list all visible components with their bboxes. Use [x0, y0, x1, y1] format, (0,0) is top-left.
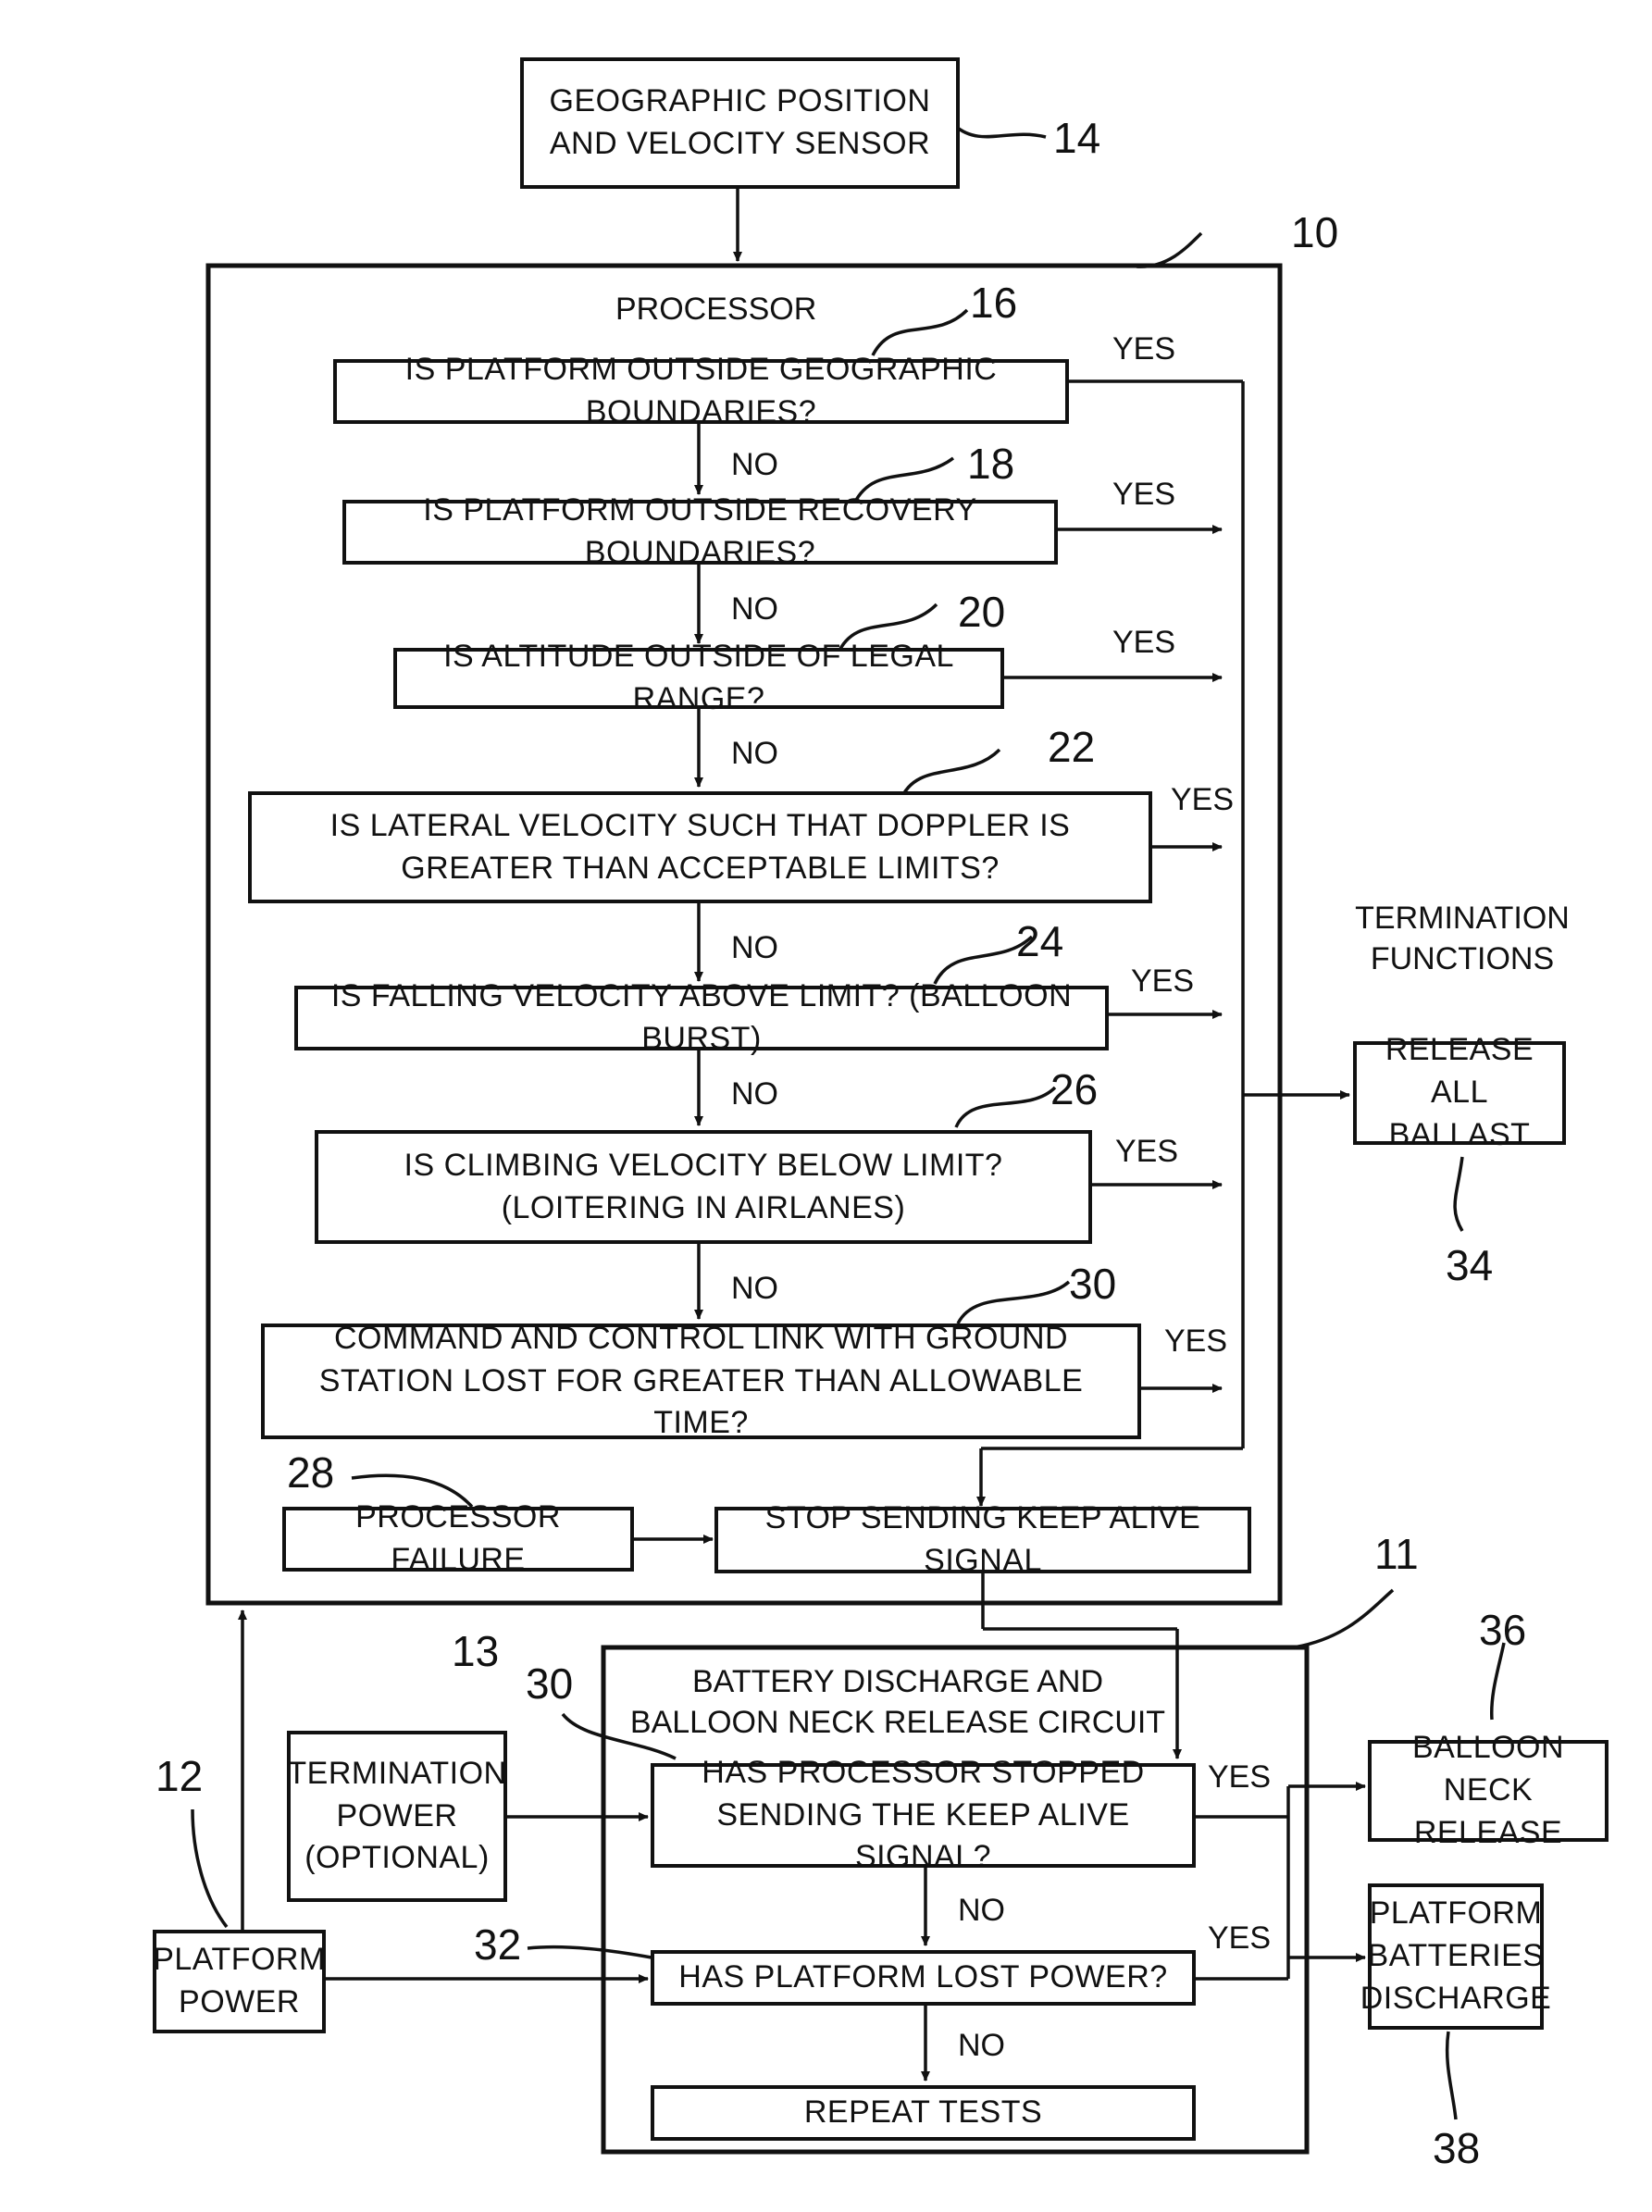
- decision-climbing-velocity: IS CLIMBING VELOCITY BELOW LIMIT? (LOITE…: [315, 1130, 1092, 1244]
- decision-ref: 30: [1069, 1257, 1116, 1312]
- decision-falling-velocity: IS FALLING VELOCITY ABOVE LIMIT? (BALLOO…: [294, 986, 1109, 1050]
- platform-power-ref: 12: [155, 1749, 203, 1805]
- processor-title: PROCESSOR: [615, 289, 816, 329]
- repeat-tests-box: REPEAT TESTS: [651, 2085, 1196, 2141]
- decision-ref: 22: [1048, 720, 1095, 776]
- yes-label: YES: [1115, 1131, 1178, 1172]
- decision-text: IS FALLING VELOCITY ABOVE LIMIT? (BALLOO…: [311, 976, 1092, 1061]
- no-label: NO: [958, 2025, 1005, 2066]
- decision-text: IS LATERAL VELOCITY SUCH THAT DOPPLER IS…: [265, 805, 1136, 890]
- balloon-neck-release-box: BALLOON NECK RELEASE: [1368, 1740, 1609, 1842]
- yes-label: YES: [1164, 1321, 1227, 1361]
- yes-label: YES: [1112, 622, 1175, 663]
- decision-text: IS PLATFORM OUTSIDE RECOVERY BOUNDARIES?: [359, 490, 1041, 575]
- decision-command-link: COMMAND AND CONTROL LINK WITH GROUND STA…: [261, 1323, 1141, 1439]
- decision-recovery-boundaries: IS PLATFORM OUTSIDE RECOVERY BOUNDARIES?: [342, 500, 1058, 565]
- platform-power-label: PLATFORM POWER: [153, 1939, 326, 2024]
- decision-text: COMMAND AND CONTROL LINK WITH GROUND STA…: [278, 1318, 1124, 1446]
- stop-signal-label: STOP SENDING KEEP ALIVE SIGNAL: [731, 1497, 1235, 1583]
- yes-label: YES: [1208, 1757, 1271, 1797]
- decision-lateral-velocity: IS LATERAL VELOCITY SUCH THAT DOPPLER IS…: [248, 791, 1152, 903]
- release-ballast-label: RELEASE ALL BALLAST: [1370, 1029, 1549, 1157]
- processor-ref: 10: [1291, 205, 1338, 261]
- release-ballast-box: RELEASE ALL BALLAST: [1353, 1041, 1566, 1145]
- power-check-ref: 32: [474, 1918, 521, 1973]
- leader-14: [955, 126, 1046, 137]
- sensor-box: GEOGRAPHIC POSITION AND VELOCITY SENSOR: [520, 57, 960, 189]
- circuit-ref: 11: [1374, 1527, 1419, 1583]
- sensor-ref: 14: [1053, 111, 1100, 167]
- processor-failure-label: PROCESSOR FAILURE: [299, 1497, 617, 1582]
- termination-power-ref: 13: [452, 1624, 499, 1680]
- sensor-label: GEOGRAPHIC POSITION AND VELOCITY SENSOR: [537, 81, 943, 166]
- circuit-title: BATTERY DISCHARGE AND BALLOON NECK RELEA…: [620, 1661, 1175, 1743]
- decision-ref: 26: [1050, 1063, 1098, 1118]
- yes-label: YES: [1208, 1918, 1271, 1958]
- yes-label: YES: [1171, 779, 1234, 820]
- keep-alive-check-box: HAS PROCESSOR STOPPED SENDING THE KEEP A…: [651, 1763, 1196, 1868]
- repeat-tests-label: REPEAT TESTS: [804, 2092, 1042, 2134]
- yes-label: YES: [1131, 961, 1194, 1001]
- no-label: NO: [731, 589, 778, 629]
- yes-label: YES: [1112, 474, 1175, 515]
- yes-label: YES: [1112, 329, 1175, 369]
- decision-geographic-boundaries: IS PLATFORM OUTSIDE GEOGRAPHIC BOUNDARIE…: [333, 359, 1069, 424]
- no-label: NO: [731, 927, 778, 968]
- balloon-neck-release-label: BALLOON NECK RELEASE: [1385, 1727, 1592, 1855]
- decision-ref: 24: [1016, 914, 1063, 970]
- keep-alive-check-ref: 30: [526, 1657, 573, 1712]
- termination-power-box: TERMINATION POWER (OPTIONAL): [287, 1731, 507, 1902]
- decision-text: IS CLIMBING VELOCITY BELOW LIMIT? (LOITE…: [331, 1145, 1075, 1230]
- decision-ref: 16: [970, 276, 1017, 331]
- batteries-discharge-label: PLATFORM BATTERIES DISCHARGE: [1360, 1893, 1552, 2020]
- power-check-box: HAS PLATFORM LOST POWER?: [651, 1950, 1196, 2006]
- decision-ref: 18: [967, 437, 1014, 492]
- power-check-label: HAS PLATFORM LOST POWER?: [678, 1957, 1167, 1999]
- no-label: NO: [731, 733, 778, 774]
- termination-functions-title: TERMINATION FUNCTIONS: [1333, 898, 1592, 979]
- no-label: NO: [958, 1890, 1005, 1931]
- stop-signal-box: STOP SENDING KEEP ALIVE SIGNAL: [714, 1507, 1251, 1573]
- balloon-neck-release-ref: 36: [1479, 1603, 1526, 1659]
- termination-power-label: TERMINATION POWER (OPTIONAL): [287, 1753, 506, 1881]
- processor-failure-box: PROCESSOR FAILURE: [282, 1507, 634, 1572]
- decision-altitude: IS ALTITUDE OUTSIDE OF LEGAL RANGE?: [393, 648, 1004, 709]
- release-ballast-ref: 34: [1446, 1238, 1493, 1294]
- no-label: NO: [731, 1074, 778, 1114]
- decision-text: IS ALTITUDE OUTSIDE OF LEGAL RANGE?: [410, 636, 987, 721]
- no-label: NO: [731, 1268, 778, 1309]
- platform-power-box: PLATFORM POWER: [153, 1930, 326, 2033]
- no-label: NO: [731, 444, 778, 485]
- batteries-discharge-box: PLATFORM BATTERIES DISCHARGE: [1368, 1883, 1544, 2030]
- decision-text: IS PLATFORM OUTSIDE GEOGRAPHIC BOUNDARIE…: [350, 349, 1052, 434]
- processor-failure-ref: 28: [287, 1446, 334, 1501]
- decision-ref: 20: [958, 585, 1005, 640]
- batteries-discharge-ref: 38: [1433, 2121, 1480, 2177]
- keep-alive-check-label: HAS PROCESSOR STOPPED SENDING THE KEEP A…: [667, 1752, 1179, 1880]
